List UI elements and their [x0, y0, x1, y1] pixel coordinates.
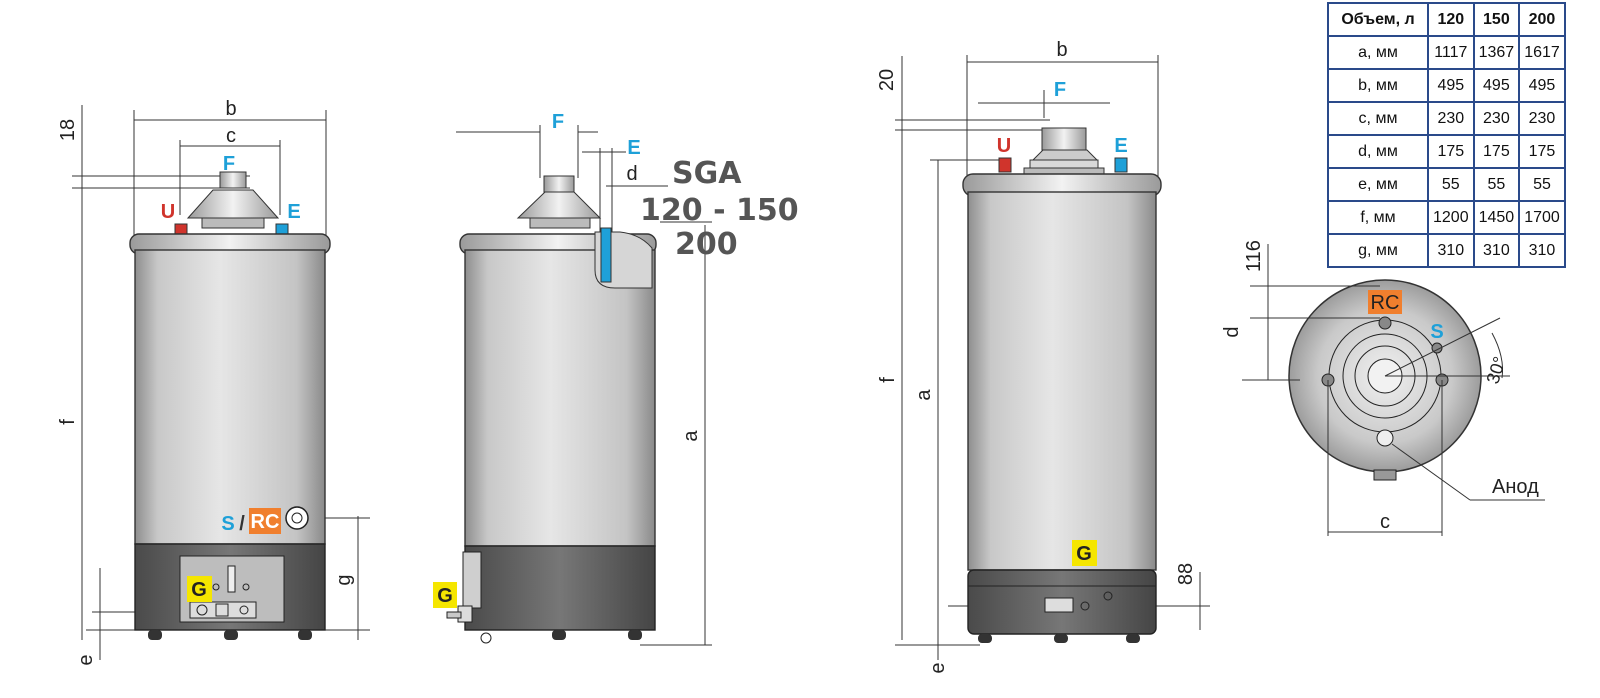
table-row: a, мм 1117 1367 1617 [1327, 35, 1566, 70]
table-cell: 310 [1472, 233, 1521, 268]
dim-e-left: e [75, 654, 97, 665]
port-s-left: S [221, 513, 234, 535]
table-row: e, мм 55 55 55 [1327, 167, 1566, 202]
header-cell: 200 [1518, 2, 1566, 37]
row-label: b, мм [1327, 68, 1429, 103]
model-line-1: SGA [672, 156, 742, 191]
row-label: a, мм [1327, 35, 1429, 70]
dim-a-front: a [913, 389, 935, 401]
dim-angle: 30° [1483, 354, 1510, 386]
port-f-side: F [552, 111, 564, 133]
row-label: f, мм [1327, 200, 1429, 235]
dim-c-left: c [226, 125, 236, 147]
rc-badge-left [249, 508, 281, 534]
header-cell: Объем, л [1327, 2, 1429, 37]
table-cell: 175 [1518, 134, 1566, 169]
dim-b-left: b [225, 98, 236, 120]
table-cell: 230 [1472, 101, 1521, 136]
label-anode: Анод [1492, 476, 1539, 498]
dim-20: 20 [876, 69, 898, 91]
dim-f-left: f [57, 419, 79, 425]
sensor-port-icon [285, 506, 309, 530]
table-cell: 230 [1427, 101, 1475, 136]
port-g-front: G [1076, 543, 1092, 565]
table-cell: 1617 [1518, 35, 1566, 70]
model-line-2: 120 - 150 [640, 193, 799, 228]
table-cell: 1700 [1518, 200, 1566, 235]
table-cell: 310 [1518, 233, 1566, 268]
dim-88: 88 [1175, 563, 1197, 585]
dim-b-front: b [1056, 39, 1067, 61]
tank-body [134, 249, 326, 545]
dim-g: g [333, 574, 355, 585]
table-cell: 55 [1427, 167, 1475, 202]
table-row: c, мм 230 230 230 [1327, 101, 1566, 136]
table-cell: 55 [1472, 167, 1521, 202]
front-view [895, 55, 1210, 660]
table-header-row: Объем, л 120 150 200 [1327, 2, 1566, 37]
spec-table: Объем, л 120 150 200 a, мм 1117 1367 161… [1327, 2, 1566, 268]
dim-116: 116 [1243, 240, 1265, 272]
table-cell: 1367 [1472, 35, 1521, 70]
port-e-left: E [287, 201, 300, 223]
dimension-labels: b c 18 f g e F U E S / RC G F E d SGA 12… [57, 39, 1539, 674]
side-view [446, 125, 712, 646]
port-rc-left: RC [251, 511, 280, 533]
g-badge-left [187, 576, 212, 602]
label-rc-top: RC [1371, 292, 1400, 314]
dim-a-side: a [680, 430, 702, 442]
model-line-3: 200 [675, 227, 738, 262]
header-cell: 150 [1472, 2, 1521, 37]
dim-c-top: c [1380, 511, 1390, 533]
port-g-left: G [191, 579, 207, 601]
row-label: c, мм [1327, 101, 1429, 136]
dim-18: 18 [57, 119, 79, 141]
table-cell: 495 [1518, 68, 1566, 103]
dim-f-front: f [877, 377, 899, 383]
label-s-top: S [1430, 321, 1443, 343]
table-cell: 175 [1472, 134, 1521, 169]
table-row: f, мм 1200 1450 1700 [1327, 200, 1566, 235]
port-f-left: F [223, 153, 235, 175]
table-cell: 230 [1518, 101, 1566, 136]
dim-d-side: d [626, 163, 637, 185]
g-badge-front [1072, 540, 1097, 566]
port-e-side: E [627, 137, 640, 159]
table-row: d, мм 175 175 175 [1327, 134, 1566, 169]
table-cell: 495 [1472, 68, 1521, 103]
table-cell: 1117 [1427, 35, 1475, 70]
dim-d-top: d [1221, 326, 1243, 337]
row-label: e, мм [1327, 167, 1429, 202]
row-label: g, мм [1327, 233, 1429, 268]
header-cell: 120 [1427, 2, 1475, 37]
port-g-side: G [437, 585, 453, 607]
dim-e-front: e [927, 662, 949, 673]
table-row: g, мм 310 310 310 [1327, 233, 1566, 268]
table-cell: 310 [1427, 233, 1475, 268]
top-view [1242, 244, 1545, 536]
port-u-left: U [161, 201, 175, 223]
port-f-front: F [1054, 79, 1066, 101]
port-slash: / [239, 513, 245, 535]
row-label: d, мм [1327, 134, 1429, 169]
table-cell: 1200 [1427, 200, 1475, 235]
table-row: b, мм 495 495 495 [1327, 68, 1566, 103]
table-cell: 175 [1427, 134, 1475, 169]
port-e-front: E [1114, 135, 1127, 157]
g-badge-side [433, 582, 457, 608]
table-cell: 55 [1518, 167, 1566, 202]
table-cell: 495 [1427, 68, 1475, 103]
left-view [72, 105, 370, 660]
rc-badge-top [1368, 290, 1402, 314]
table-cell: 1450 [1472, 200, 1521, 235]
port-u-front: U [997, 135, 1011, 157]
